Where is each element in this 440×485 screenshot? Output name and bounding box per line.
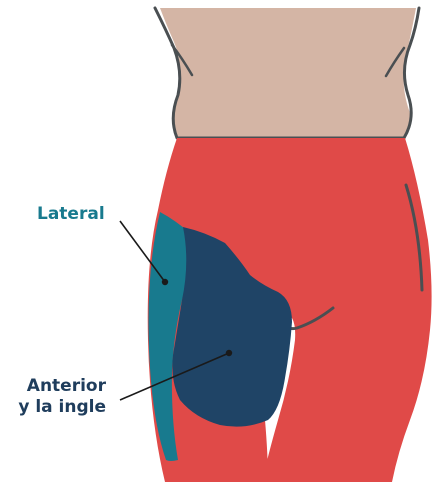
anterior-groin-label: Anterior y la ingle [18,376,106,418]
torso-skin [160,8,416,138]
lateral-leader-dot [162,279,168,285]
anterior-leader-dot [226,350,232,356]
anterior-label-line2: y la ingle [18,397,106,418]
lateral-label: Lateral [37,204,105,225]
anterior-label-line1: Anterior [18,376,106,397]
